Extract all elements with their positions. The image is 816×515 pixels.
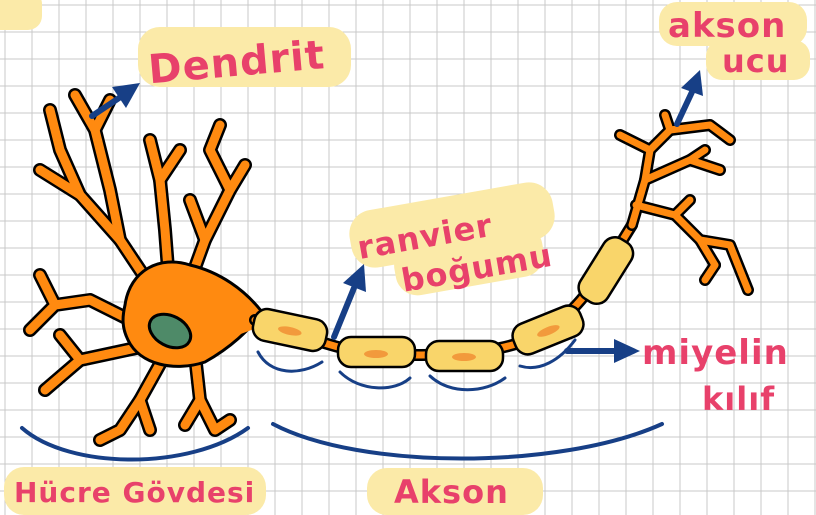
miyelin-label-line1: miyelin [642,333,789,373]
akson-bracket [273,424,662,459]
akson-label: Akson [394,473,509,511]
myelin-segment-5 [574,232,638,308]
miyelin-arrow [567,339,640,363]
miyelin-label-line2: kılıf [702,380,775,418]
dendrites [30,95,245,440]
myelin-segment-1 [250,307,329,354]
hucre-govdesi-label: Hücre Gövdesi [14,476,255,509]
akson-ucu-label-line2: ucu [722,42,790,80]
akson-ucu-arrow [677,70,703,124]
myelin-segment-3 [426,341,503,371]
dendrit-arrow [92,83,140,116]
myelin-segment-2 [338,337,415,367]
akson-ucu-label-line1: akson [668,6,786,46]
axon-terminals [620,115,748,290]
corner-highlight [0,0,42,30]
